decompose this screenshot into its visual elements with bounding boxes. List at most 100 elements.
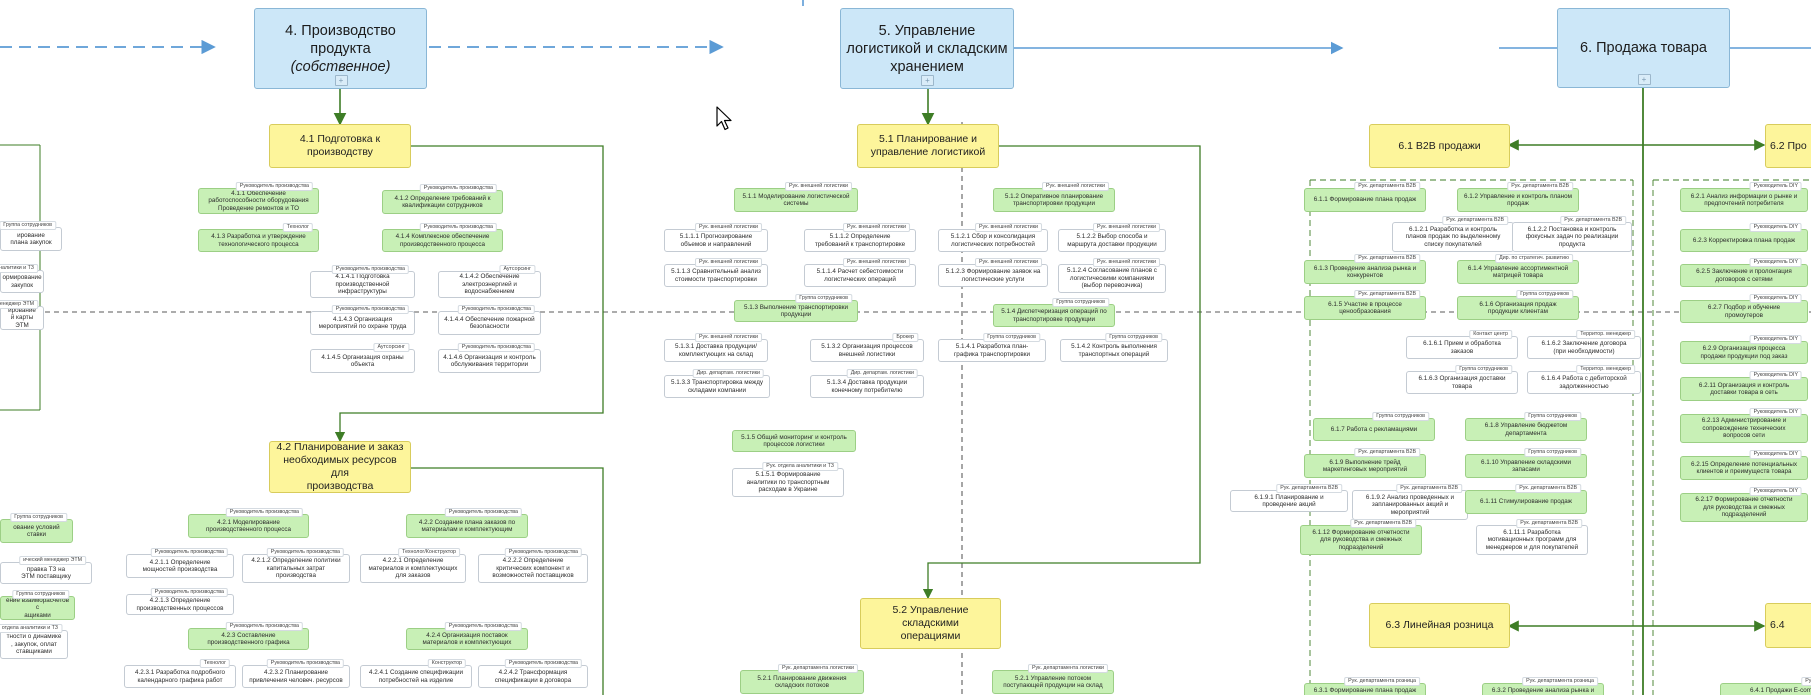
role-label: Рук. департамента B2B	[1354, 182, 1420, 191]
task-node[interactable]: 4.2.2 Создание плана заказов по материал…	[406, 514, 528, 538]
task-node[interactable]: 5.1.5 Общий мониторинг и контроль процес…	[732, 430, 856, 452]
task-node[interactable]: 6.1.6.3 Организация доставки товара	[1406, 371, 1518, 394]
task-node[interactable]: 4.1.1 Обеспечение работоспособности обор…	[198, 188, 319, 214]
task-node[interactable]: 5.1.1.2 Определение требований к транспо…	[804, 229, 916, 252]
task-node[interactable]: 5.2.1 Управление потоком поступающей про…	[992, 670, 1114, 694]
task-node[interactable]: 5.1.2.2 Выбор способа и маршрута доставк…	[1058, 229, 1166, 252]
process-6-block[interactable]: 6. Продажа товара +	[1557, 8, 1730, 88]
task-node[interactable]: 4.2.4 Организация поставок материалов и …	[406, 628, 528, 650]
task-node[interactable]: 6.1.12 Формирование отчетности для руков…	[1300, 525, 1422, 555]
process-4-block[interactable]: 4. Производство продукта(собственное) +	[254, 8, 427, 89]
subprocess-6-1[interactable]: 6.1 B2B продажи	[1369, 124, 1510, 168]
task-node[interactable]: 5.1.2 Оперативное планирование транспорт…	[993, 188, 1115, 212]
process-5-block[interactable]: 5. Управление логистикой и складским хра…	[840, 8, 1014, 89]
task-node[interactable]: 5.1.2.4 Согласование планов с логистичес…	[1058, 264, 1166, 293]
task-node[interactable]: 5.1.1.4 Расчет себестоимости логистическ…	[804, 264, 916, 287]
task-node[interactable]: ирование й карты ЭТМ	[0, 306, 44, 330]
task-node[interactable]: 4.2.2.1 Определение материалов и комплек…	[360, 554, 466, 583]
expand-icon[interactable]: +	[334, 75, 348, 86]
task-node[interactable]: 6.1.6.4 Работа с дебиторской задолженнос…	[1527, 371, 1641, 394]
task-node[interactable]: 4.1.4.1 Подготовка производственной инфр…	[310, 271, 415, 298]
task-node[interactable]: 4.1.4.3 Организация мероприятий по охран…	[310, 311, 415, 335]
task-node[interactable]: 4.2.3 Составление производственного граф…	[188, 628, 309, 650]
task-node[interactable]: 6.2.3 Корректировка плана продаж	[1680, 229, 1808, 252]
task-node[interactable]: 6.1.9 Выполнение трейд маркетинговых мер…	[1304, 454, 1426, 478]
task-node[interactable]: 6.4.1 Продажи E-com	[1720, 683, 1811, 695]
task-node[interactable]: 6.1.6.2 Заключение договора (при необход…	[1527, 336, 1641, 359]
task-node[interactable]: правка ТЗ на ЭТМ поставщику	[0, 562, 92, 584]
task-node[interactable]: 6.1.11 Стимулирование продаж	[1465, 490, 1587, 514]
subprocess-4-2[interactable]: 4.2 Планирование и заказ необходимых рес…	[269, 441, 411, 493]
task-node[interactable]: 6.1.6 Организация продаж продукции клиен…	[1457, 296, 1579, 320]
task-node[interactable]: 6.2.1 Анализ информации о рынке и предпо…	[1680, 188, 1808, 212]
task-node[interactable]: 4.2.4.2 Трансформация спецификации в дог…	[478, 665, 588, 688]
task-node[interactable]: 6.1.5 Участие в процессе ценообразования	[1304, 296, 1426, 320]
task-node[interactable]: 5.1.1.1 Прогнозирование объемов и направ…	[664, 229, 768, 252]
subprocess-5-1[interactable]: 5.1 Планирование и управление логистикой	[857, 124, 999, 168]
task-node[interactable]: ирование плана закупок	[0, 227, 62, 251]
task-node[interactable]: 4.2.1.3 Определение производственных про…	[126, 594, 234, 615]
task-node[interactable]: 4.1.4 Комплексное обеспечение производст…	[382, 229, 503, 252]
task-node[interactable]: 6.2.9 Организация процесса продажи проду…	[1680, 341, 1808, 364]
expand-icon[interactable]: +	[1637, 74, 1651, 85]
task-node[interactable]: 4.2.3.1 Разработка подробного календарно…	[124, 665, 236, 688]
task-node[interactable]: 6.1.2.1 Разработка и контроль планов про…	[1392, 222, 1514, 252]
task-node[interactable]: 6.1.11.1 Разработка мотивационных програ…	[1476, 525, 1588, 555]
task-node[interactable]: 4.2.4.1 Создание спецификации потребност…	[360, 665, 472, 688]
task-node[interactable]: 4.2.1.2 Определение политики капитальных…	[242, 554, 350, 583]
task-node[interactable]: 4.2.1.1 Определение мощностей производст…	[126, 554, 234, 578]
task-node[interactable]: 6.2.5 Заключение и пролонгация договоров…	[1680, 264, 1808, 287]
task-node[interactable]: 6.1.9.2 Анализ проведенных и запланирова…	[1352, 490, 1468, 520]
task-node[interactable]: 4.2.1 Моделирование производственного пр…	[188, 514, 309, 538]
task-node[interactable]: 4.1.4.2 Обеспечение электроэнергией и во…	[438, 271, 541, 298]
task-node[interactable]: ормирование закупок	[0, 270, 44, 293]
task-node[interactable]: 5.1.4.1 Разработка план- графика транспо…	[938, 339, 1046, 362]
task-node[interactable]: 6.2.13 Администрирование и сопровождение…	[1680, 414, 1808, 443]
task-node[interactable]: 6.1.2.2 Постановка и контроль фокусных з…	[1512, 222, 1632, 252]
task-node[interactable]: 6.2.15 Определение потенциальных клиенто…	[1680, 456, 1808, 480]
task-node[interactable]: 6.1.8 Управление бюджетом департамента	[1465, 418, 1587, 441]
task-node[interactable]: 5.1.5.1 Формирование аналитики по трансп…	[732, 468, 844, 497]
task-node[interactable]: 5.1.2.3 Формирование заявок на логистиче…	[938, 264, 1048, 287]
task-node[interactable]: 5.1.3 Выполнение транспортировки продукц…	[734, 300, 858, 322]
subprocess-6-3[interactable]: 6.3 Линейная розница	[1369, 603, 1510, 648]
task-node[interactable]: 6.1.3 Проведение анализа рынка и конкуре…	[1304, 260, 1426, 284]
task-node[interactable]: 6.1.2 Управление и контроль планом прода…	[1457, 188, 1579, 212]
task-node[interactable]: 4.1.2 Определение требований к квалифика…	[382, 190, 503, 214]
task-node[interactable]: 5.2.1 Планирование движения складских по…	[740, 670, 864, 694]
role-label: Руководитель DIY	[1749, 450, 1802, 459]
task-node[interactable]: 6.1.10 Управление складскими запасами	[1465, 454, 1587, 478]
subprocess-5-2[interactable]: 5.2 Управление складскими операциями	[860, 598, 1001, 649]
task-node[interactable]: 4.1.4.4 Обеспечение пожарной безопасност…	[438, 311, 541, 335]
task-node[interactable]: 4.2.3.2 Планирование привлечения человеч…	[242, 665, 350, 688]
subprocess-6-4[interactable]: 6.4	[1765, 603, 1811, 648]
subprocess-6-2[interactable]: 6.2 Про	[1765, 124, 1811, 168]
task-node[interactable]: 6.2.11 Организация и контроль доставки т…	[1680, 377, 1808, 401]
task-node[interactable]: 5.1.3.4 Доставка продукции конечному пот…	[810, 375, 924, 398]
task-node[interactable]: 6.2.17 Формирование отчетности для руков…	[1680, 493, 1808, 522]
task-node[interactable]: 5.1.2.1 Сбор и консолидация логистически…	[938, 229, 1048, 252]
task-node[interactable]: 6.1.7 Работа с рекламациями	[1313, 418, 1435, 441]
task-node[interactable]: 4.1.4.6 Организация и контроль обслужива…	[438, 349, 541, 373]
task-node[interactable]: 5.1.4.2 Контроль выполнения транспортных…	[1060, 339, 1168, 362]
task-node[interactable]: 4.1.4.5 Организация охраны объекта	[310, 349, 415, 373]
task-node[interactable]: 6.1.4 Управление ассортиментной матрицей…	[1457, 260, 1579, 284]
task-node[interactable]: 5.1.3.3 Транспортировка между складами к…	[664, 375, 770, 398]
task-node[interactable]: тности о динамике , закупок, оплат ставщ…	[0, 630, 68, 659]
expand-icon[interactable]: +	[921, 75, 934, 86]
task-node[interactable]: 5.1.1 Моделирование логистической систем…	[734, 188, 858, 212]
task-node[interactable]: 5.1.3.1 Доставка продукции/ комплектующи…	[664, 339, 768, 362]
task-node[interactable]: ование условий ставки	[0, 519, 73, 543]
task-node[interactable]: 6.1.9.1 Планирование и проведение акций	[1230, 490, 1348, 512]
subprocess-4-1[interactable]: 4.1 Подготовка к производству	[269, 124, 411, 168]
task-node[interactable]: 6.2.7 Подбор и обучение промоутеров	[1680, 300, 1808, 323]
task-node[interactable]: 5.1.1.3 Сравнительный анализ стоимости т…	[664, 264, 768, 287]
task-node[interactable]: 5.1.3.2 Организация процессов внешней ло…	[810, 339, 924, 362]
task-node[interactable]: 4.1.3 Разработка и утверждение технологи…	[198, 229, 319, 252]
task-node[interactable]: 4.2.2.2 Определение критических компонен…	[478, 554, 588, 583]
task-node[interactable]: 6.1.6.1 Прием и обработка заказов	[1406, 336, 1518, 359]
task-node[interactable]: ение взаиморасчетов с ащиками	[0, 596, 75, 620]
task-node[interactable]: 5.1.4 Диспетчеризация операций по трансп…	[993, 304, 1115, 327]
task-node[interactable]: 6.1.1 Формирование плана продаж	[1304, 188, 1426, 212]
